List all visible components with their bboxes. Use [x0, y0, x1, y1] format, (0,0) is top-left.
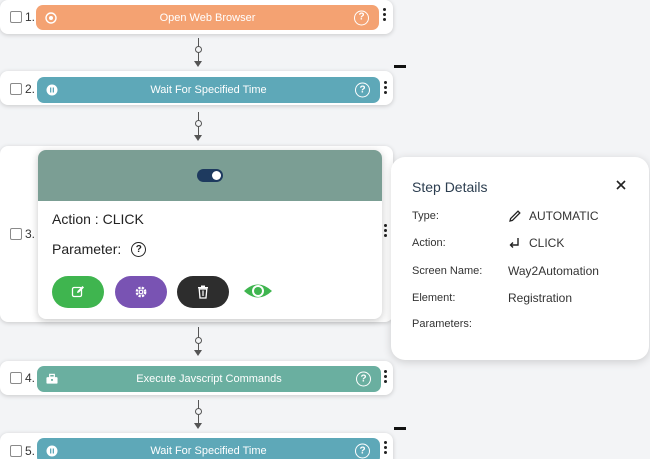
- connector-arrow: [194, 400, 204, 430]
- collapse-icon[interactable]: [394, 65, 406, 68]
- help-icon[interactable]: ?: [356, 371, 371, 387]
- step-checkbox-4[interactable]: [10, 372, 22, 384]
- step-number-3: 3.: [25, 227, 36, 241]
- edit-button[interactable]: [52, 276, 104, 308]
- help-icon[interactable]: ?: [355, 443, 370, 459]
- trash-icon: [198, 285, 208, 299]
- step-number-4: 4.: [25, 371, 36, 385]
- step-details-panel: Step Details Type: AUTOMATIC Action: CLI…: [391, 157, 649, 360]
- collapse-icon[interactable]: [394, 427, 406, 430]
- action-label: Action : CLICK: [52, 211, 144, 227]
- delete-button[interactable]: [177, 276, 229, 308]
- close-icon[interactable]: [615, 179, 627, 191]
- gear-icon: [135, 286, 147, 298]
- more-options-icon[interactable]: [384, 224, 388, 237]
- detail-value-screen-name: Way2Automation: [508, 264, 599, 278]
- step-bar-open-web-browser[interactable]: Open Web Browser ?: [36, 5, 379, 30]
- more-options-icon[interactable]: [384, 441, 388, 454]
- detail-key-screen-name: Screen Name:: [412, 265, 483, 277]
- pause-icon: [46, 84, 58, 96]
- step-row-2: 2. Wait For Specified Time ?: [0, 71, 393, 105]
- step-bar-wait-for-specified-time[interactable]: Wait For Specified Time ?: [37, 77, 380, 103]
- step-row-1: 1. Open Web Browser ?: [0, 0, 393, 34]
- connector-arrow: [194, 327, 204, 357]
- step-details-title: Step Details: [412, 179, 488, 195]
- parameter-label: Parameter:: [52, 241, 122, 257]
- more-options-icon[interactable]: [383, 8, 387, 21]
- step-bar-wait-for-specified-time[interactable]: Wait For Specified Time ?: [37, 438, 380, 459]
- step-number-2: 2.: [25, 82, 36, 96]
- settings-button[interactable]: [115, 276, 167, 308]
- chrome-icon: [45, 11, 57, 24]
- enter-arrow-icon: [509, 238, 519, 248]
- help-icon[interactable]: ?: [355, 82, 370, 98]
- help-icon[interactable]: ?: [131, 241, 147, 257]
- step-bar-execute-javascript[interactable]: Execute Javscript Commands ?: [37, 366, 381, 392]
- parameter-row: Parameter: ?: [52, 241, 368, 257]
- connector-arrow: [194, 112, 204, 142]
- toolbox-icon: [46, 373, 58, 385]
- pause-icon: [46, 445, 58, 457]
- step-checkbox-1[interactable]: [10, 11, 22, 23]
- step-checkbox-2[interactable]: [10, 83, 22, 95]
- detail-value-element: Registration: [508, 291, 573, 305]
- help-icon[interactable]: ?: [354, 10, 369, 25]
- pencil-icon: [509, 210, 521, 222]
- more-options-icon[interactable]: [384, 370, 388, 383]
- step-label-5: Wait For Specified Time: [150, 445, 267, 457]
- detail-key-element: Element:: [412, 292, 456, 304]
- step-label-4: Execute Javscript Commands: [136, 373, 282, 385]
- step-checkbox-5[interactable]: [10, 445, 22, 457]
- detail-key-type: Type:: [412, 210, 439, 222]
- pencil-square-icon: [71, 286, 84, 298]
- step-row-5: 5. Wait For Specified Time ?: [0, 433, 393, 459]
- detail-key-action: Action:: [412, 237, 446, 249]
- step-checkbox-3[interactable]: [10, 228, 22, 240]
- view-button[interactable]: [241, 278, 275, 304]
- step-row-4: 4. Execute Javscript Commands ?: [0, 361, 393, 395]
- detail-value-type: AUTOMATIC: [508, 209, 599, 223]
- more-options-icon[interactable]: [384, 81, 388, 94]
- step-card-click: Action : CLICK Parameter: ?: [38, 150, 382, 319]
- detail-key-parameters: Parameters:: [412, 318, 472, 330]
- connector-arrow: [194, 38, 204, 68]
- step-label-1: Open Web Browser: [159, 11, 256, 24]
- step-card-header: [38, 150, 382, 201]
- step-label-2: Wait For Specified Time: [150, 84, 267, 96]
- step-number-1: 1.: [25, 10, 36, 24]
- detail-value-action: CLICK: [508, 236, 564, 250]
- step-number-5: 5.: [25, 444, 36, 458]
- toggle-icon[interactable]: [197, 169, 223, 182]
- eye-icon: [244, 284, 272, 298]
